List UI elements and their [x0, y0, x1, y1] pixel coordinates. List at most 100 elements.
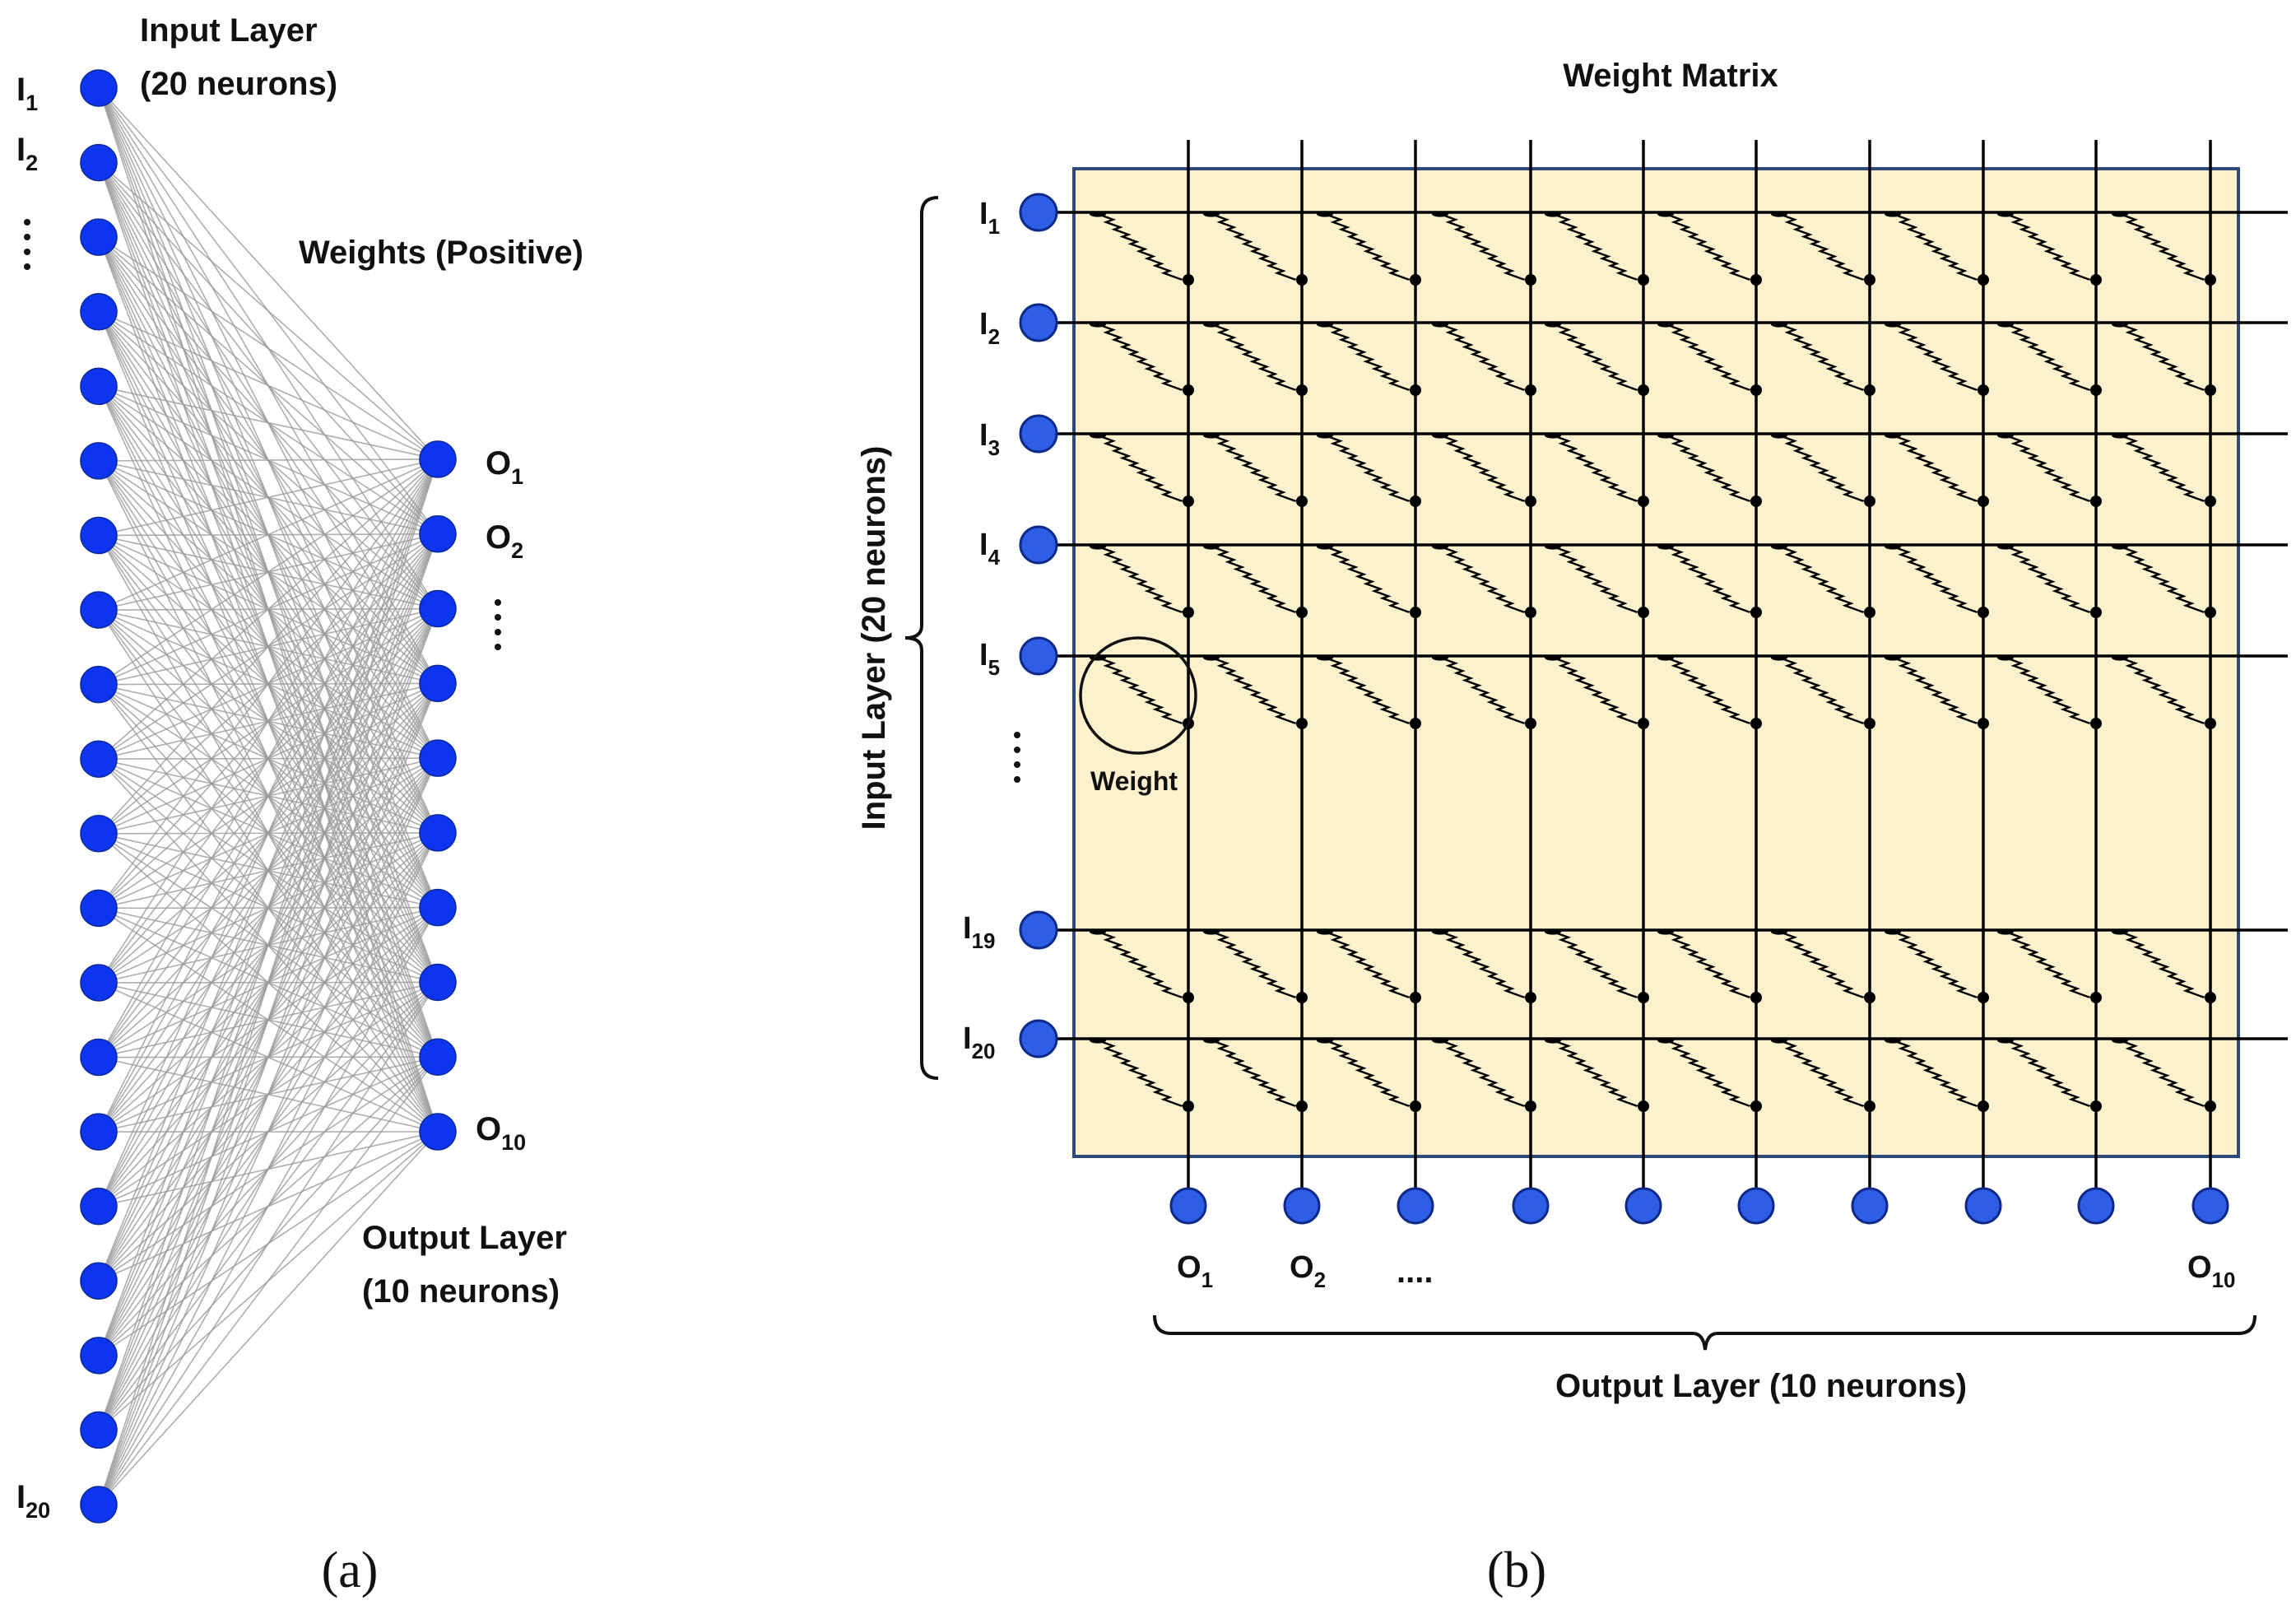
connection-line: [98, 458, 439, 1505]
input-layer-count: (20 neurons): [140, 66, 337, 102]
input-neuron: [1019, 636, 1058, 676]
input-neuron: [80, 442, 118, 480]
output-neuron: [1169, 1187, 1207, 1225]
weight-matrix-background: [1072, 167, 2240, 1158]
col-label-o10: O10: [2187, 1250, 2235, 1292]
input-neuron: [1019, 303, 1058, 342]
input-neuron: [80, 1113, 118, 1151]
output-layer-title: Output Layer: [362, 1220, 567, 1256]
weight-resistors: [1088, 209, 2216, 1112]
weight-resistor: [1315, 927, 1421, 1003]
weight-resistor: [2110, 209, 2216, 286]
row-label-i4: I4: [979, 528, 1001, 570]
input-neuron: [80, 665, 118, 704]
weight-resistor: [2110, 927, 2216, 1003]
row-label-i1: I1: [979, 197, 1000, 239]
connection-line: [98, 458, 439, 1058]
weight-resistor: [2110, 430, 2216, 507]
input-neuron: [80, 815, 118, 853]
connection-line: [98, 608, 439, 1505]
weight-resistor: [1883, 209, 1989, 286]
connection-line: [98, 832, 439, 1505]
weight-resistor: [1201, 319, 1308, 396]
input-vertical-ellipsis: [24, 219, 30, 270]
weight-resistor: [2110, 542, 2216, 618]
weight-resistor: [1769, 430, 1875, 507]
connection-line: [98, 458, 439, 835]
weight-resistor: [1656, 927, 1762, 1003]
weight-resistor: [1543, 430, 1649, 507]
input-neuron: [80, 1337, 118, 1375]
weight-resistor: [1201, 653, 1308, 729]
weight-resistor: [1088, 319, 1194, 396]
weight-resistor: [1996, 927, 2102, 1003]
output-neuron: [419, 515, 457, 553]
output-neuron: [419, 440, 457, 478]
output-neuron: [419, 739, 457, 777]
connection-line: [98, 458, 439, 909]
input-neuron: [80, 367, 118, 406]
weight-resistor: [1201, 542, 1308, 618]
weight-resistor: [1430, 430, 1536, 507]
connection-line: [98, 87, 439, 460]
connection-line: [98, 458, 439, 1282]
output-neuron: [419, 589, 457, 628]
panel-a-fully-connected-network: Input Layer (20 neurons) Weights (Positi…: [16, 12, 583, 1598]
weight-resistor: [1201, 1035, 1308, 1112]
weight-resistor: [1315, 653, 1421, 729]
weight-resistor: [1883, 542, 1989, 618]
output-neuron: [2191, 1187, 2229, 1225]
output-neuron: [419, 888, 457, 927]
weight-resistor: [1769, 653, 1875, 729]
weight-resistor: [1088, 927, 1194, 1003]
connection-line: [98, 458, 439, 686]
weight-resistor: [1543, 927, 1649, 1003]
weight-resistor: [1430, 653, 1536, 729]
panel-b-caption: (b): [1487, 1542, 1546, 1598]
connection-line: [98, 311, 439, 460]
connection-line: [98, 757, 439, 1505]
input-row-labels: I1 I2 I3 I4 I5 I19 I20: [963, 197, 1001, 1063]
weight-resistor: [1769, 542, 1875, 618]
highlighted-weight-circle: [1079, 636, 1197, 755]
weight-resistor: [1656, 542, 1762, 618]
input-neuron: [80, 1038, 118, 1077]
output-vertical-ellipsis: [495, 599, 501, 650]
weight-resistor: [1656, 319, 1762, 396]
weight-resistor: [1996, 653, 2102, 729]
col-label-ellipsis: ....: [1397, 1254, 1433, 1290]
input-neuron: [80, 740, 118, 778]
output-label-last: O10: [476, 1111, 526, 1155]
weight-matrix-title: Weight Matrix: [1563, 58, 1778, 94]
input-neuron: [1019, 414, 1058, 454]
weight-resistor: [1430, 319, 1536, 396]
connection-line: [98, 458, 439, 1431]
connection-line: [98, 236, 439, 460]
output-neuron: [1737, 1187, 1775, 1225]
connection-line: [98, 458, 439, 984]
input-neuron: [1019, 910, 1058, 950]
row-label-i19: I19: [963, 911, 995, 953]
output-neuron: [1283, 1187, 1321, 1225]
weight-resistor: [1996, 1035, 2102, 1112]
input-neuron: [80, 591, 118, 629]
col-label-o1: O1: [1177, 1250, 1213, 1292]
input-neuron: [1019, 1019, 1058, 1058]
weight-resistor: [1769, 1035, 1875, 1112]
weight-resistor: [1769, 927, 1875, 1003]
connection-line: [98, 385, 439, 460]
weight-resistor: [1883, 927, 1989, 1003]
weight-resistor: [1883, 430, 1989, 507]
input-neuron: [80, 69, 118, 107]
input-neurons: [1019, 193, 1058, 1058]
output-label-second: O2: [486, 519, 523, 563]
output-neuron: [1851, 1187, 1889, 1225]
weight-resistor: [1769, 319, 1875, 396]
output-neuron: [1624, 1187, 1662, 1225]
output-layer-brace: [1153, 1314, 2256, 1351]
weight-resistor: [1656, 653, 1762, 729]
output-column-labels: O1 O2 .... O10: [1177, 1250, 2235, 1292]
connection-line: [98, 458, 439, 1207]
weight-resistor: [1430, 927, 1536, 1003]
